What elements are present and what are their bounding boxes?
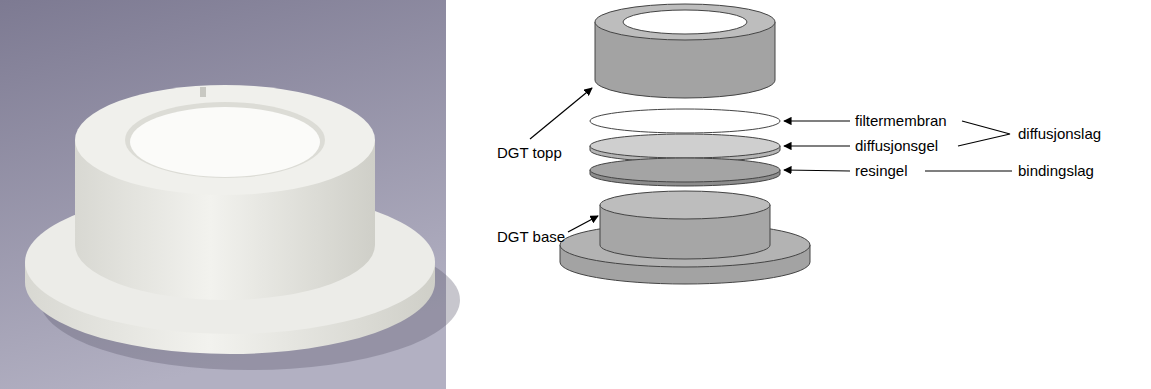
part-label: filtermembran: [855, 112, 947, 130]
group-label: bindingslag: [1018, 162, 1094, 180]
part-label: resingel: [855, 162, 908, 180]
dgt-top-part: [595, 4, 775, 98]
part-label: diffusjonsgel: [855, 137, 938, 155]
leader-lines: [530, 88, 850, 232]
group-label: diffusjonslag: [1018, 125, 1101, 143]
layers: [590, 109, 780, 186]
photo: [0, 0, 460, 389]
part-label: DGT topp: [497, 144, 562, 162]
part-label: DGT base: [497, 228, 565, 246]
dgt-base-part: [560, 191, 810, 284]
